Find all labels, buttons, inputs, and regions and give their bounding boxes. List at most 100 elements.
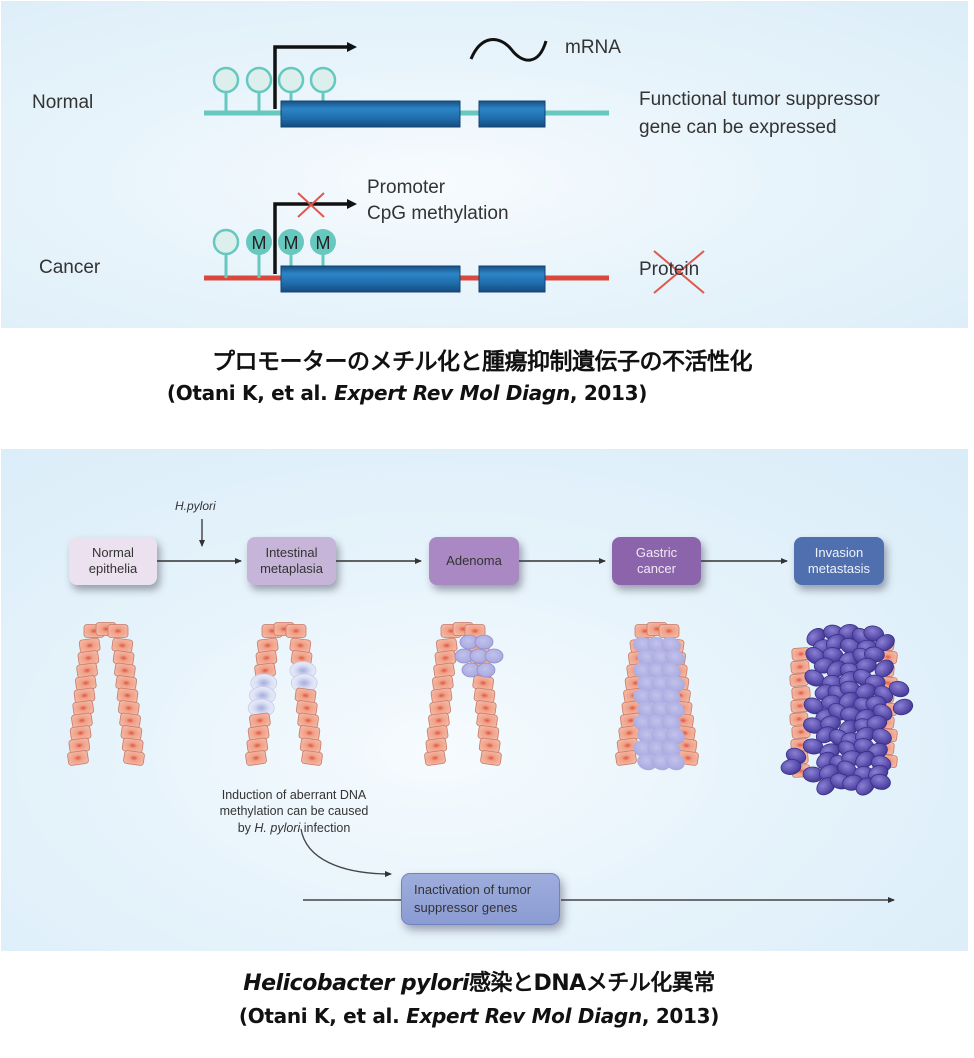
cancer-cell [661,714,681,732]
cpg-sites-cancer: M M M [212,228,336,278]
cancer-cell [633,714,653,732]
hpylori-label: H.pylori [175,499,216,513]
stage-label: Adenoma [446,552,502,568]
normal-result-line-1: Functional tumor suppressor [639,89,880,110]
cancer-cell [651,675,671,693]
exon-1 [280,265,461,293]
epithelial-cell [67,750,89,766]
cpg-site-unmethylated [212,66,240,113]
cancer-cell [647,740,667,758]
cancer-cell [665,649,685,667]
epithelial-cell [424,750,446,766]
invasive-cell [870,773,891,790]
invasive-cell [780,759,802,775]
exon-1 [280,100,461,128]
cancer-cell [661,688,681,706]
citation-suffix: , 2013) [569,381,648,405]
promoter-label: Promoter [367,177,446,198]
invasive-cell [855,750,875,769]
epithelial-cell [301,750,323,766]
cpg-site-methylated: M [246,229,272,278]
promoter-methylation-figure: M M M Normal Cancer mRNA Functional tumo… [1,1,968,328]
invasive-cell [874,659,894,678]
citation-suffix: , 2013) [641,1004,720,1028]
caption-species: Helicobacter pylori [243,971,470,996]
cancer-cell [661,740,681,758]
curved-arrow [300,828,392,877]
citation-journal: Expert Rev Mol Diagn [406,1004,642,1028]
methyl-mark: M [252,233,267,253]
epithelial-cell [123,750,145,766]
caption-top-citation: (Otani K, et al. Expert Rev Mol Diagn, 2… [0,381,894,405]
epithelial-cell [791,686,811,700]
cancer-cell [651,649,671,667]
cancer-cell [651,753,671,771]
epithelial-cell [107,624,129,638]
caption-top-title: プロモーターのメチル化と腫瘍抑制遺伝子の不活性化 [212,349,753,375]
adenoma-cell [474,634,494,650]
methyl-mark: M [284,233,299,253]
adenoma-cell [484,648,504,664]
cancer-cell [665,727,685,745]
cancer-cell [633,662,653,680]
epithelial-cell [790,660,810,674]
cancer-cell [647,662,667,680]
citation-journal: Expert Rev Mol Diagn [334,381,570,405]
exon-2 [478,100,546,128]
cpg-site-methylated: M [278,229,304,278]
cancer-cell [651,727,671,745]
cancer-cell [665,753,685,771]
cancer-cell [633,688,653,706]
methylation-note: Induction of aberrant DNA methylation ca… [219,788,369,835]
methyl-mark: M [316,233,331,253]
invasive-cell [892,698,914,716]
citation-prefix: (Otani K, et al. [166,381,335,405]
cancer-cell [637,753,657,771]
protein-blocked-x-icon [653,250,705,294]
blocked-x-icon [297,192,325,218]
cancer-gene-row: M M M [204,192,705,294]
epithelial-cell [285,624,307,638]
cancer-cell [665,701,685,719]
cancer-cell [637,727,657,745]
transcription-start-arrow [273,42,357,109]
mrna-wave-icon [469,38,548,62]
cpg-methylation-label: CpG methylation [367,203,509,224]
protein-label: Protein [639,259,700,280]
row-label-cancer: Cancer [39,257,101,278]
caption-title-rest: 感染とDNAメチル化異常 [469,971,715,996]
epithelial-cell [615,750,637,766]
exon-2 [478,265,546,293]
cancer-cell [665,675,685,693]
caption-bottom-citation: (Otani K, et al. Expert Rev Mol Diagn, 2… [0,1004,966,1028]
epithelial-cell [245,750,267,766]
mrna-label: mRNA [565,37,621,58]
invasive-cell [888,680,910,698]
cancer-cell [661,636,681,654]
normal-gene-row [204,38,609,128]
citation-prefix: (Otani K, et al. [238,1004,407,1028]
cancer-cell [647,636,667,654]
cancer-cell [637,701,657,719]
cancer-cell [637,649,657,667]
cancer-cell [651,701,671,719]
row-label-normal: Normal [32,92,94,113]
caption-bottom-title: Helicobacter pylori感染とDNAメチル化異常 [0,965,966,997]
stage-adenoma: Adenoma [429,537,519,585]
cancer-cell [647,714,667,732]
cancer-cell [633,740,653,758]
epithelial-cell [480,750,502,766]
epithelial-cell [658,624,680,638]
normal-result-line-2: gene can be expressed [639,117,837,138]
cancer-cell [661,662,681,680]
cancer-cell [647,688,667,706]
